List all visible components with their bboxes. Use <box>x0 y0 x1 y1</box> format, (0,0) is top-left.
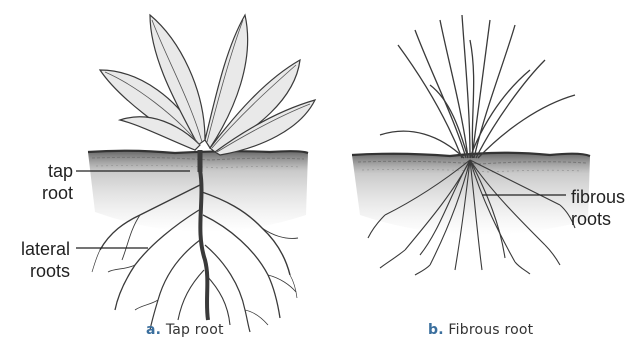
grass-blades <box>380 15 575 158</box>
leaves-left <box>100 15 315 155</box>
fibrous-roots-label-line2: roots <box>571 208 625 230</box>
fibrous-root-plant <box>352 15 590 275</box>
caption-fibrous-root-letter: b. <box>428 322 444 338</box>
tap-root-label-line1: tap <box>33 160 73 182</box>
caption-tap-root: a. Tap root <box>146 322 224 338</box>
lateral-roots-label-line1: lateral <box>6 238 70 260</box>
lateral-roots-label: lateral roots <box>6 238 70 282</box>
caption-fibrous-root: b. Fibrous root <box>428 322 533 338</box>
fibrous-roots-label: fibrous roots <box>571 186 625 230</box>
caption-tap-root-text: Tap root <box>166 322 224 338</box>
caption-tap-root-letter: a. <box>146 322 161 338</box>
fibrous-roots-label-line1: fibrous <box>571 186 625 208</box>
caption-fibrous-root-text: Fibrous root <box>448 322 533 338</box>
tap-root-plant <box>88 15 315 332</box>
tap-root-label: tap root <box>33 160 73 204</box>
lateral-roots-label-line2: roots <box>6 260 70 282</box>
tap-root-label-line2: root <box>33 182 73 204</box>
